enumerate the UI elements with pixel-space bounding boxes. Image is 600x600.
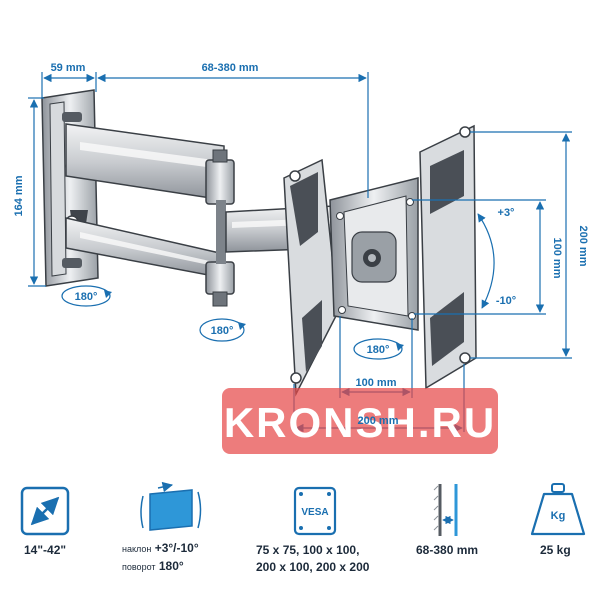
- vesa-icon: VESA: [293, 486, 337, 536]
- extension-value: 68-380 mm: [416, 543, 479, 557]
- tilt-value: +3°/-10°: [154, 541, 199, 555]
- load-value: 25 kg: [540, 543, 571, 557]
- plate-rotation-label: 180°: [367, 344, 390, 356]
- vesa-line-2: 200 x 100, 200 x 200: [256, 560, 370, 574]
- tilt-spec: наклон +3°/-10°: [122, 541, 199, 555]
- annotations: 59 mm 68-380 mm 164 mm 100 mm 200 mm 100…: [13, 62, 589, 427]
- vesa-horizontal-outer-label: 200 mm: [358, 415, 399, 427]
- watermark: KRONSH.RU: [222, 388, 498, 454]
- swivel-spec: поворот 180°: [122, 559, 184, 573]
- svg-text:Kg: Kg: [551, 510, 566, 522]
- rotation-arrowheads: [104, 290, 404, 351]
- tilt-up-label: +3°: [498, 207, 515, 219]
- wall-distance-icon: [433, 484, 458, 536]
- swing-arms: [65, 123, 335, 307]
- arm-swivel-label: 180°: [211, 325, 234, 337]
- wall-depth-label: 59 mm: [51, 62, 86, 74]
- svg-text:VESA: VESA: [301, 507, 328, 518]
- tilt-label: наклон: [122, 544, 152, 554]
- tilt-swivel-icon: [140, 481, 202, 531]
- vesa-line-1: 75 x 75, 100 x 100,: [256, 543, 360, 557]
- vesa-plate: [283, 124, 477, 397]
- wall-plate: [41, 89, 99, 287]
- wall-swivel-label: 180°: [75, 291, 98, 303]
- screen-size-value: 14"-42": [24, 543, 67, 557]
- screen-size-icon: [20, 486, 70, 536]
- vesa-vertical-outer-label: 200 mm: [577, 226, 589, 267]
- wall-plate-height-label: 164 mm: [13, 175, 25, 216]
- svg-text:KRONSH.RU: KRONSH.RU: [224, 399, 496, 446]
- vesa-horizontal-inner-label: 100 mm: [356, 377, 397, 389]
- arm-extension-label: 68-380 mm: [202, 62, 259, 74]
- swivel-value: 180°: [158, 559, 184, 573]
- swivel-label: поворот: [122, 562, 156, 572]
- weight-icon: Kg: [530, 483, 586, 536]
- tilt-down-label: -10°: [496, 295, 516, 307]
- vesa-vertical-inner-label: 100 mm: [551, 238, 563, 279]
